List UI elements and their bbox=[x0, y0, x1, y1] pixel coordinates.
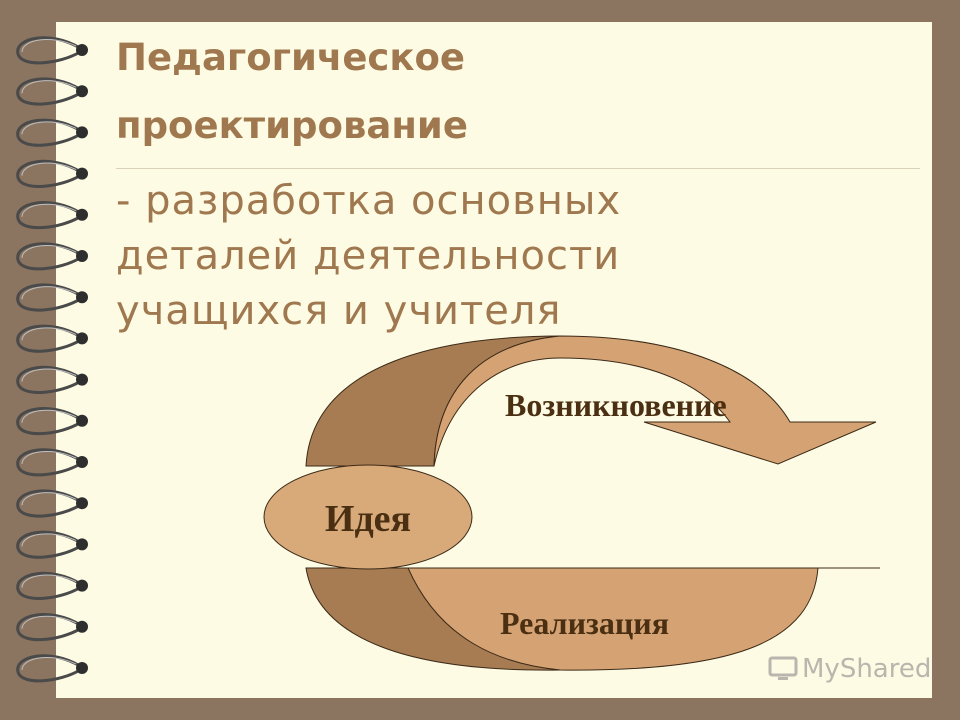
spiral-ring bbox=[16, 283, 88, 312]
realization-label: Реализация bbox=[500, 605, 669, 641]
spiral-ring bbox=[16, 242, 88, 271]
slide-title: Педагогическое проектирование bbox=[116, 24, 716, 160]
spiral-ring bbox=[16, 407, 88, 436]
watermark-text: MyShared bbox=[802, 654, 932, 684]
spiral-ring bbox=[16, 159, 88, 188]
spiral-ring bbox=[16, 448, 88, 477]
title-line-2: проектирование bbox=[116, 104, 468, 147]
idea-label: Идея bbox=[325, 498, 411, 540]
spiral-ring bbox=[16, 201, 88, 230]
monitor-icon bbox=[768, 656, 798, 680]
watermark: MyShared bbox=[768, 654, 931, 684]
title-line-1: Педагогическое bbox=[116, 36, 465, 79]
idea-ellipse bbox=[263, 464, 473, 570]
spiral-ring bbox=[16, 571, 88, 600]
spiral-ring bbox=[16, 489, 88, 518]
spiral-binding bbox=[16, 36, 88, 683]
bottom-dark-arc bbox=[305, 567, 561, 671]
top-arrow-arc bbox=[433, 335, 877, 467]
spiral-ring bbox=[16, 365, 88, 394]
spiral-ring bbox=[16, 77, 88, 106]
spiral-ring bbox=[16, 530, 88, 559]
title-divider bbox=[116, 168, 920, 169]
spiral-ring bbox=[16, 613, 88, 642]
spiral-ring bbox=[16, 324, 88, 353]
spiral-ring bbox=[16, 654, 88, 683]
emergence-label: Возникновение bbox=[505, 387, 727, 423]
spiral-ring bbox=[16, 36, 88, 65]
spiral-ring bbox=[16, 118, 88, 147]
definition-text: - разработка основных деталей деятельнос… bbox=[116, 178, 622, 334]
